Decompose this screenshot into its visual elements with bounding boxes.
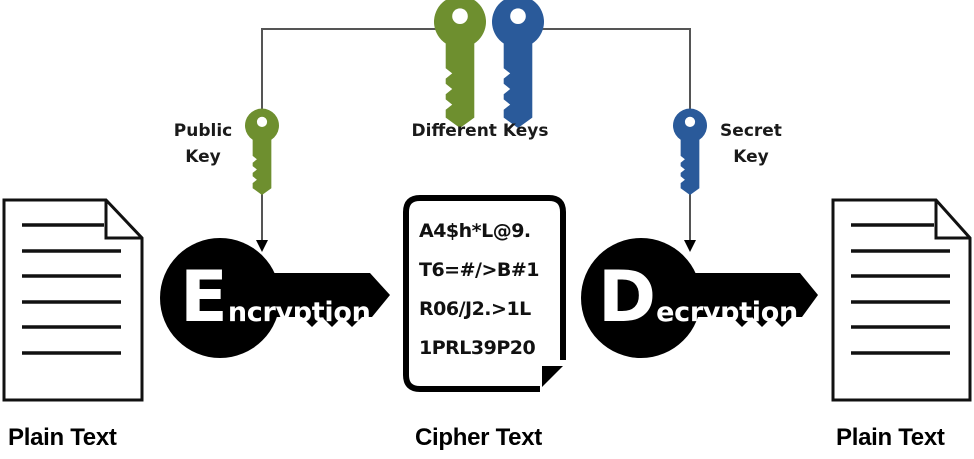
decryption-rest: ecryption [656,297,798,328]
secret-key-label-line2: Key [733,147,769,168]
public-key-label-line1: Public [173,121,233,141]
plain-text-document-icon-left [2,198,144,402]
public-key-icon [245,108,279,195]
arrow-into-encryption [256,240,268,252]
encryption-initial: E [180,256,228,338]
cipher-text-content: A4$h*L@9. T6=#/>B#1 R06/J2.>1L 1PRL39P20 [419,212,540,368]
plain-text-label-right: Plain Text [836,424,945,451]
green-key-icon [434,0,486,128]
secret-key-label: Secret Key [708,118,794,171]
encryption-label: Encryption [180,262,371,332]
decryption-label: Decryption [598,262,798,332]
cipher-text-label: Cipher Text [415,424,542,451]
secret-key-label-line1: Secret [720,121,782,141]
public-key-label: Public Key [160,118,246,171]
cipher-line: R06/J2.>1L [419,298,531,320]
encryption-rest: ncryption [227,297,371,328]
cipher-line: T6=#/>B#1 [419,259,540,281]
blue-key-icon [492,0,544,128]
secret-key-icon [673,108,707,195]
encryption-key-shape [160,238,390,358]
plain-text-label-left: Plain Text [8,424,117,451]
decryption-initial: D [598,256,657,338]
decryption-key-shape [581,238,818,358]
different-keys-label: Different Keys [411,121,549,141]
plain-text-document-icon-right [831,198,972,402]
cipher-text-document-icon [403,195,566,392]
cipher-line: 1PRL39P20 [419,337,536,359]
arrow-into-decryption [684,240,696,252]
public-key-label-line2: Key [185,147,221,168]
cipher-line: A4$h*L@9. [419,220,531,242]
